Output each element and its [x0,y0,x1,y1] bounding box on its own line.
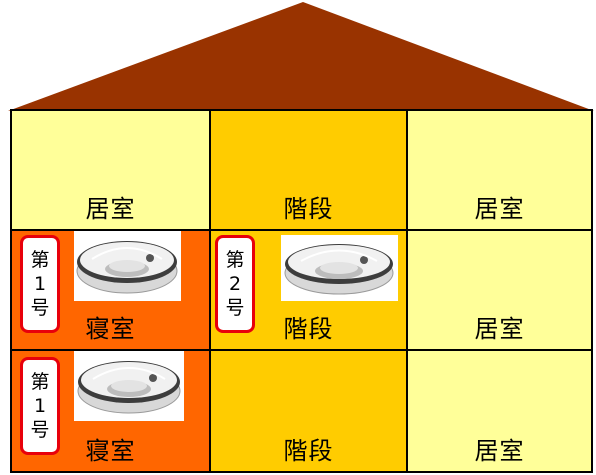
room-label: 階段 [283,195,334,223]
smoke-detector-icon [74,351,184,421]
badge-char: 1 [33,272,47,295]
badge-char: 号 [30,296,50,319]
detector-badge-2: 第 2 号 [215,235,255,333]
room-first-right: 居室 [408,351,591,471]
stair-first: 階段 [211,351,406,471]
bedroom-first: 第 1 号 寝室 [12,351,209,471]
room-label: 階段 [283,315,334,343]
room-label: 寝室 [85,437,136,465]
house-frame: 居室 階段 居室 第 1 号 寝室 第 2 [10,109,593,473]
room-second-right: 居室 [408,231,591,349]
roof [8,2,594,111]
room-label: 居室 [474,437,525,465]
room-label: 居室 [85,195,136,223]
stair-top: 階段 [211,111,406,229]
room-top-right: 居室 [408,111,591,229]
badge-char: 号 [225,296,245,319]
room-label: 階段 [283,437,334,465]
badge-char: 第 [30,370,50,393]
stair-second: 第 2 号 階段 [211,231,406,349]
badge-char: 1 [33,394,47,417]
detector-badge-1: 第 1 号 [20,357,60,455]
detector-badge-1: 第 1 号 [20,235,60,333]
room-label: 居室 [474,315,525,343]
room-top-left: 居室 [12,111,209,229]
badge-char: 第 [30,248,50,271]
bedroom-second: 第 1 号 寝室 [12,231,209,349]
badge-char: 号 [30,418,50,441]
smoke-detector-icon [74,231,181,301]
badge-char: 2 [228,272,242,295]
room-label: 居室 [474,195,525,223]
badge-char: 第 [225,248,245,271]
smoke-detector-icon [281,235,398,301]
room-label: 寝室 [85,315,136,343]
